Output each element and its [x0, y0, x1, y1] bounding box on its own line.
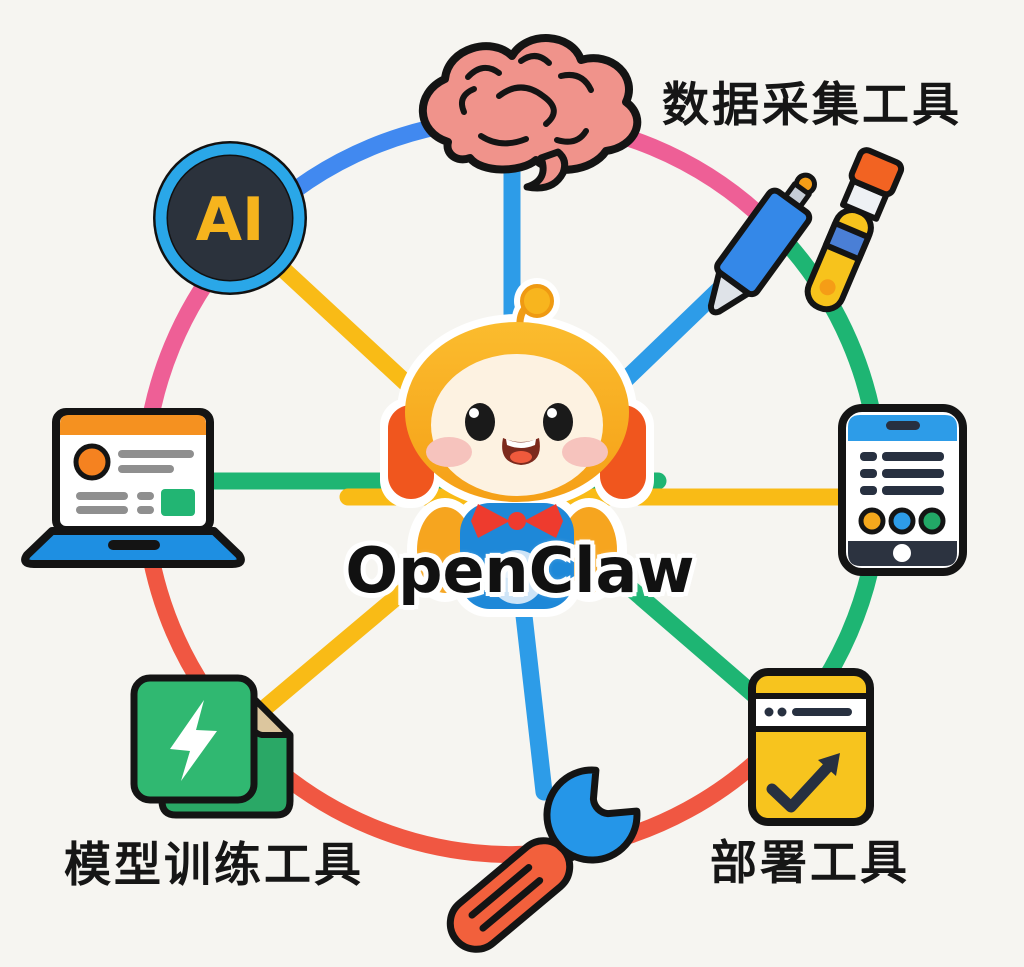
- mascot-mouth: [502, 438, 540, 465]
- mascot-eyes: [465, 403, 573, 441]
- label-deployment-tools: 部署工具: [710, 836, 910, 891]
- deploy-server-icon: [748, 668, 874, 826]
- laptop-icon: [21, 408, 245, 568]
- mascot-cheek-right: [562, 437, 608, 467]
- mascot-cheek-left: [426, 437, 472, 467]
- mascot-arm-right: [561, 507, 617, 593]
- center-title-openclaw: OpenClaw: [345, 534, 695, 607]
- mascot-antenna-ball: [520, 284, 554, 318]
- label-data-collection-tools: 数据采集工具: [662, 78, 962, 133]
- label-model-training-tools: 模型训练工具: [64, 838, 364, 893]
- mascot-arm-left: [417, 507, 473, 593]
- mascot-bowtie: [471, 504, 563, 538]
- training-docs-icon: [130, 674, 294, 819]
- ring-segment-bottom-red: [135, 478, 781, 864]
- brain-icon: [418, 34, 642, 192]
- ai-badge-icon: AI: [153, 141, 307, 295]
- robot-mascot: [380, 278, 654, 617]
- mascot-face: [431, 354, 603, 496]
- pen-and-marker-icon: [707, 147, 905, 316]
- ai-badge-blue-ring: [155, 143, 305, 293]
- ai-badge-text: AI: [196, 185, 265, 255]
- ai-badge-face: [168, 156, 292, 280]
- wrench-icon: [446, 766, 641, 953]
- phone-icon: [838, 404, 967, 576]
